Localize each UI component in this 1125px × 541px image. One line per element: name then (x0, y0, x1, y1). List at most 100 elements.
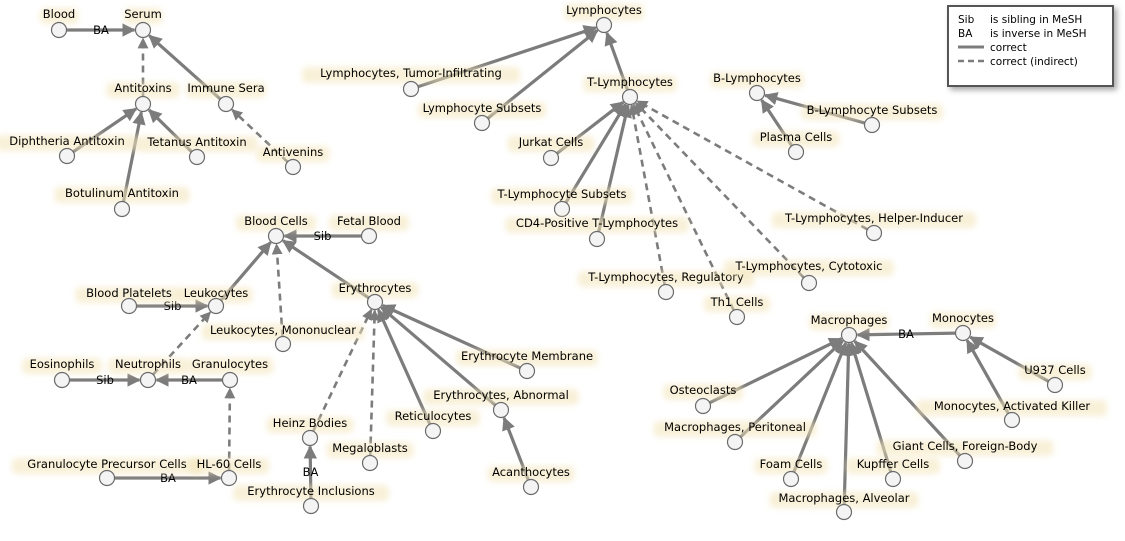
node-label: HL-60 Cells (197, 457, 262, 471)
node-label: Megaloblasts (332, 441, 408, 455)
node-label-glow (769, 492, 919, 508)
node-circle (553, 200, 571, 218)
node-blsubsets: B-Lymphocyte Subsets (801, 103, 943, 134)
node-label-glow (724, 260, 894, 276)
node-circle (98, 469, 116, 487)
node-plasma: Plasma Cells (752, 130, 840, 161)
node-label: Diphtheria Antitoxin (9, 134, 124, 148)
node-circle (865, 224, 883, 242)
node-circle (217, 95, 235, 113)
node-circle (207, 297, 225, 315)
node-circle (134, 95, 152, 113)
node-label: T-Lymphocyte Subsets (497, 187, 627, 201)
edge-hl60-to-granulocytes (224, 387, 236, 471)
node-serum: Serum (123, 7, 163, 39)
edge-label: BA (181, 373, 197, 387)
node-circle (221, 371, 239, 389)
edge-label: BA (160, 471, 176, 485)
node-label-glow (236, 215, 316, 231)
node-circle (782, 470, 800, 488)
node-label-glow (417, 102, 547, 118)
node-giantcells: Giant Cells, Foreign-Body (876, 439, 1054, 470)
node-circle (728, 308, 746, 326)
node-th1: Th1 Cells (703, 295, 771, 326)
node-label-glow (233, 485, 389, 501)
node-macperitoneal: Macrophages, Peritoneal (653, 420, 817, 451)
node-label-glow (136, 136, 258, 152)
node-label-glow (771, 212, 977, 228)
node-erymembrane: Erythrocyte Membrane (456, 349, 598, 380)
edge-monocytes-to-macrophages (856, 327, 956, 342)
edge-label: BA (93, 23, 109, 37)
node-label: Erythrocytes, Abnormal (433, 388, 569, 402)
node-circle (58, 147, 76, 165)
node-circle (518, 362, 536, 380)
node-circle (787, 143, 805, 161)
node-label: Monocytes (932, 311, 994, 325)
node-label: Jurkat Cells (518, 135, 584, 149)
node-label-glow (22, 358, 102, 374)
node-label: Giant Cells, Foreign-Body (893, 439, 1038, 453)
node-circle (361, 454, 379, 472)
node-lsubsets: Lymphocyte Subsets (417, 101, 547, 132)
node-label: Antivenins (263, 145, 324, 159)
node-neutrophils: Neutrophils (108, 357, 188, 389)
node-monoak: Monocytes, Activated Killer (916, 399, 1108, 429)
edge-cd4-to-tlymph (597, 103, 632, 233)
node-label: Th1 Cells (710, 295, 764, 309)
node-label-glow (583, 76, 677, 92)
node-label: Neutrophils (115, 357, 181, 371)
node-label-glow (179, 287, 253, 303)
node-label-glow (326, 442, 414, 458)
node-label: Erythrocyte Membrane (461, 349, 593, 363)
edge-tlsubsets-to-tlymph (564, 103, 627, 204)
edge-foamcells-to-macrophages (792, 341, 848, 473)
node-label-glow (703, 296, 771, 312)
node-circle (621, 88, 639, 106)
node-label: T-Lymphocytes, Cytotoxic (734, 259, 882, 273)
node-label-glow (754, 458, 828, 474)
node-lti: Lymphocytes, Tumor-Infiltrating (302, 66, 520, 98)
node-label-glow (505, 217, 689, 233)
node-label: U937 Cells (1024, 363, 1086, 377)
node-label: Monocytes, Activated Killer (934, 399, 1091, 413)
node-lymphocytes: Lymphocytes (564, 3, 644, 34)
node-label-glow (39, 8, 79, 24)
node-immune_sera: Immune Sera (186, 81, 266, 113)
node-label-glow (186, 82, 266, 98)
node-cd4: CD4-Positive T-Lymphocytes (505, 216, 689, 248)
node-label: Lymphocytes (566, 3, 642, 17)
node-label-glow (491, 188, 633, 204)
node-circle (956, 452, 974, 470)
node-circle (1046, 376, 1064, 394)
node-label: Blood Cells (244, 214, 308, 228)
node-tlymph: T-Lymphocytes (583, 75, 677, 106)
node-circle (113, 200, 131, 218)
node-circle (473, 114, 491, 132)
node-kupffer: Kupffer Cells (846, 457, 940, 488)
node-label-glow (809, 314, 889, 330)
node-gpc: Granulocyte Precursor Cells (11, 457, 203, 487)
node-megaloblasts: Megaloblasts (326, 441, 414, 472)
node-eosinophils: Eosinophils (22, 357, 102, 389)
node-label-glow (75, 287, 183, 303)
node-osteoclasts: Osteoclasts (663, 383, 743, 415)
legend-desc: correct (990, 42, 1027, 54)
node-circle (424, 422, 442, 440)
node-circle (657, 283, 675, 301)
node-tetanus: Tetanus Antitoxin (136, 135, 258, 166)
node-label-glow (801, 104, 943, 120)
legend-desc: correct (indirect) (990, 56, 1078, 68)
edge-macperitoneal-to-macrophages (739, 339, 844, 439)
node-leukocytes: Leukocytes (179, 286, 253, 315)
node-label: Lymphocytes, Tumor-Infiltrating (320, 66, 502, 80)
node-tlsubsets: T-Lymphocyte Subsets (491, 187, 633, 218)
node-label-glow (331, 282, 419, 298)
node-circle (366, 293, 384, 311)
node-label: Granulocytes (192, 357, 268, 371)
node-label: B-Lymphocytes (713, 71, 801, 85)
node-label-glow (876, 440, 1054, 456)
